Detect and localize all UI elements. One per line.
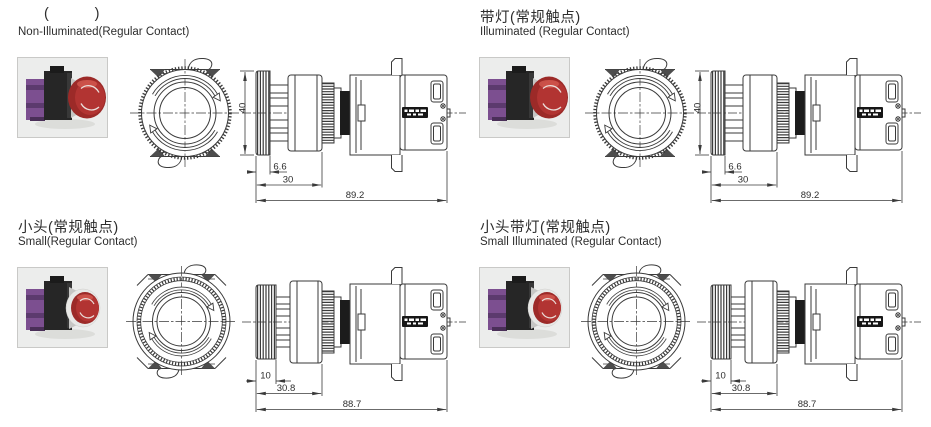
dim-head-depth: 10 — [260, 371, 271, 382]
side-view-drawing: 10 30.8 88.7 — [693, 260, 925, 416]
product-photo — [17, 267, 108, 348]
dim-front-length: 30 — [738, 175, 749, 186]
dim-total-length: 89.2 — [801, 190, 820, 201]
dim-head-depth: 10 — [715, 371, 726, 382]
section-small: 小头(常规触点) Small(Regular Contact) 10 30.8 … — [0, 210, 466, 420]
section-title-en: Small Illuminated (Regular Contact) — [480, 236, 662, 248]
side-view-drawing: 40 6.6 30 89.2 — [693, 53, 925, 207]
front-view-drawing — [579, 264, 694, 379]
front-view-drawing — [124, 264, 239, 379]
section-title-en: Illuminated (Regular Contact) — [480, 26, 630, 38]
dim-head-diameter: 40 — [693, 103, 704, 114]
section-small-illuminated: 小头带灯(常规触点) Small Illuminated (Regular Co… — [455, 210, 921, 420]
section-title-zh: 带灯(常规触点) — [480, 10, 581, 26]
product-photo — [479, 267, 570, 348]
side-view-drawing: 40 6.6 30 89.2 — [238, 53, 470, 207]
dim-head-diameter: 40 — [238, 103, 249, 114]
product-photo — [479, 57, 570, 138]
dim-total-length: 88.7 — [343, 399, 362, 410]
section-title-zh: 小头(常规触点) — [18, 220, 119, 236]
section-non-illuminated: ( ) Non-Illuminated(Regular Contact) 40 … — [0, 0, 466, 210]
section-title-en: Small(Regular Contact) — [18, 236, 138, 248]
section-title-zh: 小头带灯(常规触点) — [480, 220, 611, 236]
side-view-drawing: 10 30.8 88.7 — [238, 260, 470, 416]
dim-front-length: 30 — [283, 175, 294, 186]
section-title-zh: ( ) — [44, 6, 100, 22]
dim-head-depth: 6.6 — [273, 162, 286, 173]
section-title-en: Non-Illuminated(Regular Contact) — [18, 26, 190, 38]
dim-total-length: 89.2 — [346, 190, 365, 201]
front-view-drawing — [129, 56, 241, 168]
product-photo — [17, 57, 108, 138]
dim-head-depth: 6.6 — [728, 162, 741, 173]
section-illuminated: 带灯(常规触点) Illuminated (Regular Contact) 4… — [455, 0, 921, 210]
dim-front-length: 30.8 — [277, 383, 296, 394]
dim-total-length: 88.7 — [798, 399, 817, 410]
front-view-drawing — [584, 56, 696, 168]
dim-front-length: 30.8 — [732, 383, 751, 394]
